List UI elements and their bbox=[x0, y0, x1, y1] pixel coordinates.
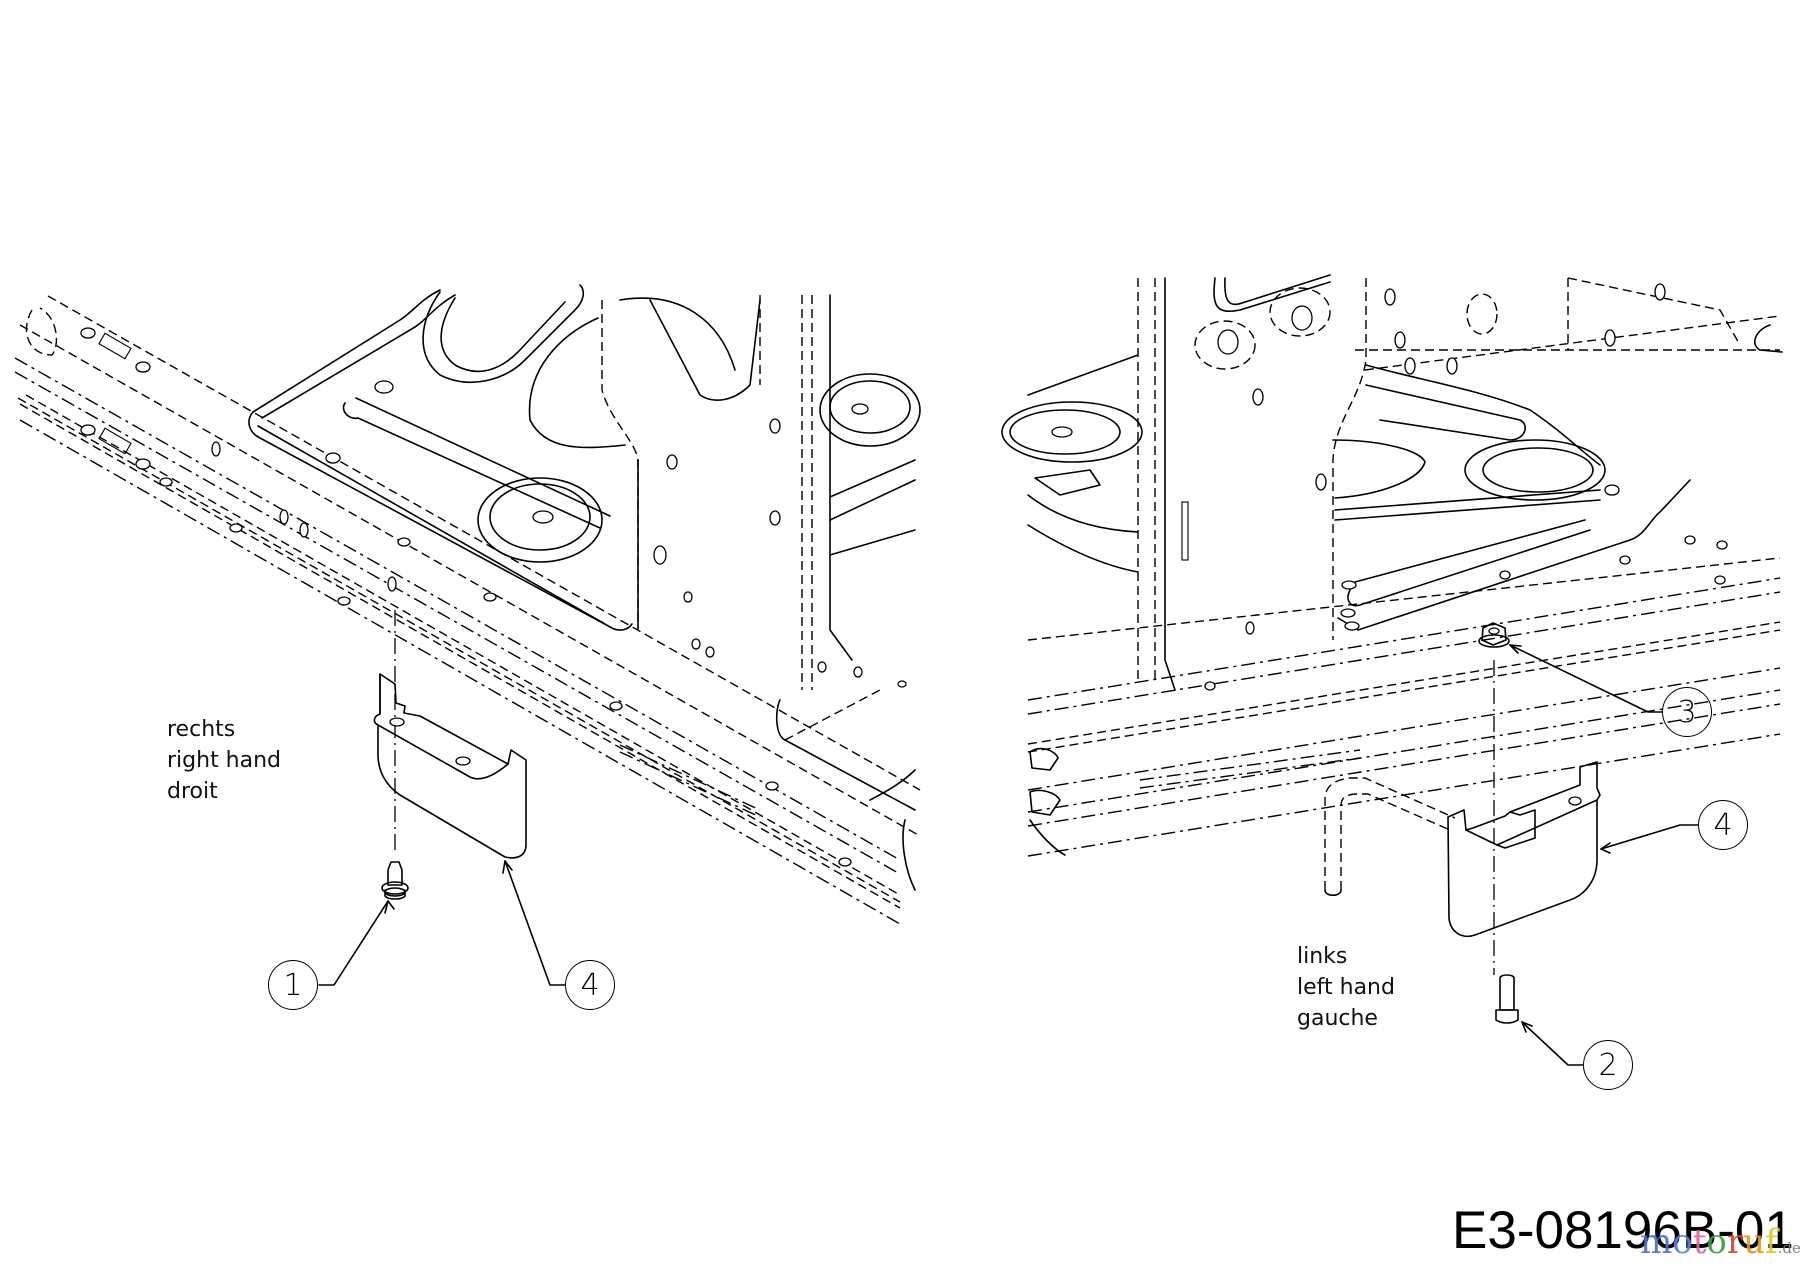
callout-3-nut: 3 bbox=[1662, 687, 1712, 737]
right-view-frame bbox=[1001, 274, 1783, 857]
watermark-tld: .de bbox=[1777, 1239, 1800, 1257]
left-view-side-label: rechts right hand droit bbox=[167, 714, 281, 807]
watermark-letter: o bbox=[1706, 1222, 1727, 1262]
label-gauche: gauche bbox=[1297, 1006, 1378, 1031]
callout-4-left-guard: 4 bbox=[565, 960, 615, 1010]
callout-number: 4 bbox=[580, 967, 600, 1003]
right-rod bbox=[1324, 777, 1456, 897]
callout-number: 1 bbox=[283, 967, 303, 1003]
watermark-letter: r bbox=[1726, 1222, 1744, 1262]
right-bolt-part-2 bbox=[1495, 974, 1519, 1024]
callout-1-screw: 1 bbox=[268, 960, 318, 1010]
right-nut-part-3 bbox=[1478, 622, 1510, 648]
watermark-letter: o bbox=[1672, 1222, 1693, 1262]
label-left-hand: left hand bbox=[1297, 975, 1395, 1000]
left-view-frame bbox=[14, 284, 921, 925]
left-screw-part-1 bbox=[381, 861, 409, 900]
watermark-letter: m bbox=[1640, 1222, 1673, 1262]
label-links: links bbox=[1297, 944, 1348, 969]
watermark-letter: t bbox=[1692, 1222, 1707, 1262]
callout-number: 3 bbox=[1677, 694, 1697, 730]
label-rechts: rechts bbox=[167, 717, 236, 742]
left-guard-part-4 bbox=[373, 673, 527, 859]
label-right-hand: right hand bbox=[167, 748, 282, 773]
watermark-letter: u bbox=[1743, 1222, 1766, 1262]
callout-2-bolt: 2 bbox=[1583, 1040, 1633, 1090]
watermark-logo: motoruf.de bbox=[1640, 1222, 1800, 1262]
right-view-side-label: links left hand gauche bbox=[1297, 941, 1395, 1034]
callout-number: 4 bbox=[1713, 807, 1733, 843]
callout-number: 2 bbox=[1598, 1047, 1618, 1083]
watermark-letter: f bbox=[1765, 1222, 1778, 1262]
right-guard-part-4 bbox=[1447, 761, 1601, 937]
callout-4-right-guard: 4 bbox=[1698, 800, 1748, 850]
label-droit: droit bbox=[167, 779, 218, 804]
drawing-code: E3-08196B-01 bbox=[1452, 1201, 1794, 1260]
